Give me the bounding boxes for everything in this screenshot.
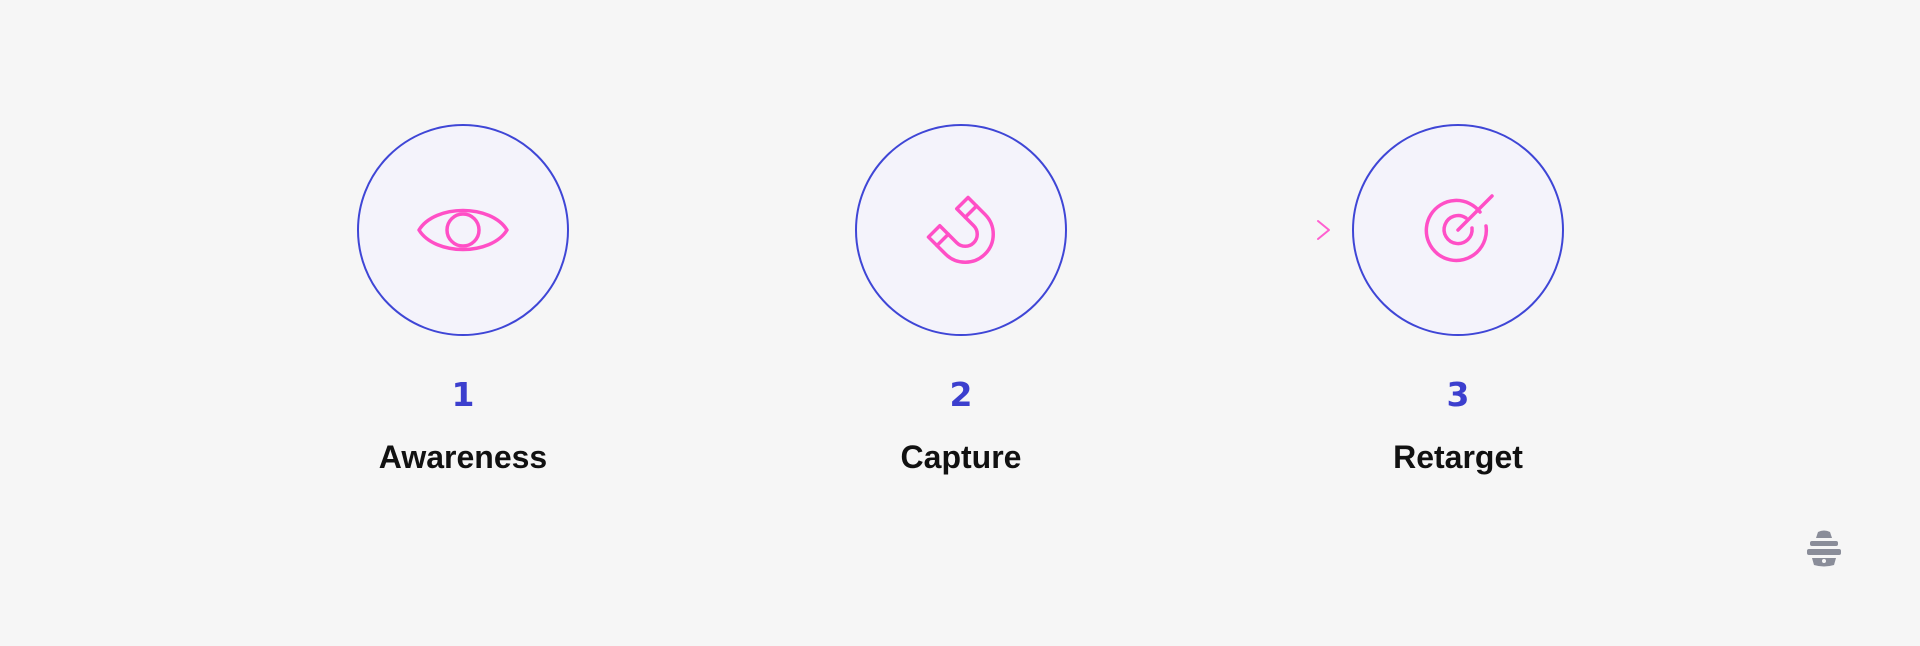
target-icon [1424, 194, 1494, 263]
step-number: 1 [451, 375, 475, 414]
step-label: Capture [900, 439, 1022, 475]
step-circle [1352, 124, 1564, 336]
step-label: Awareness [378, 439, 548, 475]
step-number: 3 [1446, 375, 1470, 414]
step-number: 2 [949, 375, 973, 414]
magnet-icon [926, 195, 995, 264]
step-retarget: 3 Retarget [1350, 124, 1566, 476]
step-label: Retarget [1393, 439, 1523, 475]
beehive-logo-icon [1807, 530, 1841, 567]
step-circle [357, 124, 569, 336]
step-capture: 2 Capture [853, 124, 1069, 476]
arrowhead-icon [1317, 220, 1330, 240]
step-circle [855, 124, 1067, 336]
step-awareness: 1 Awareness [355, 124, 571, 476]
eye-icon [417, 208, 509, 252]
